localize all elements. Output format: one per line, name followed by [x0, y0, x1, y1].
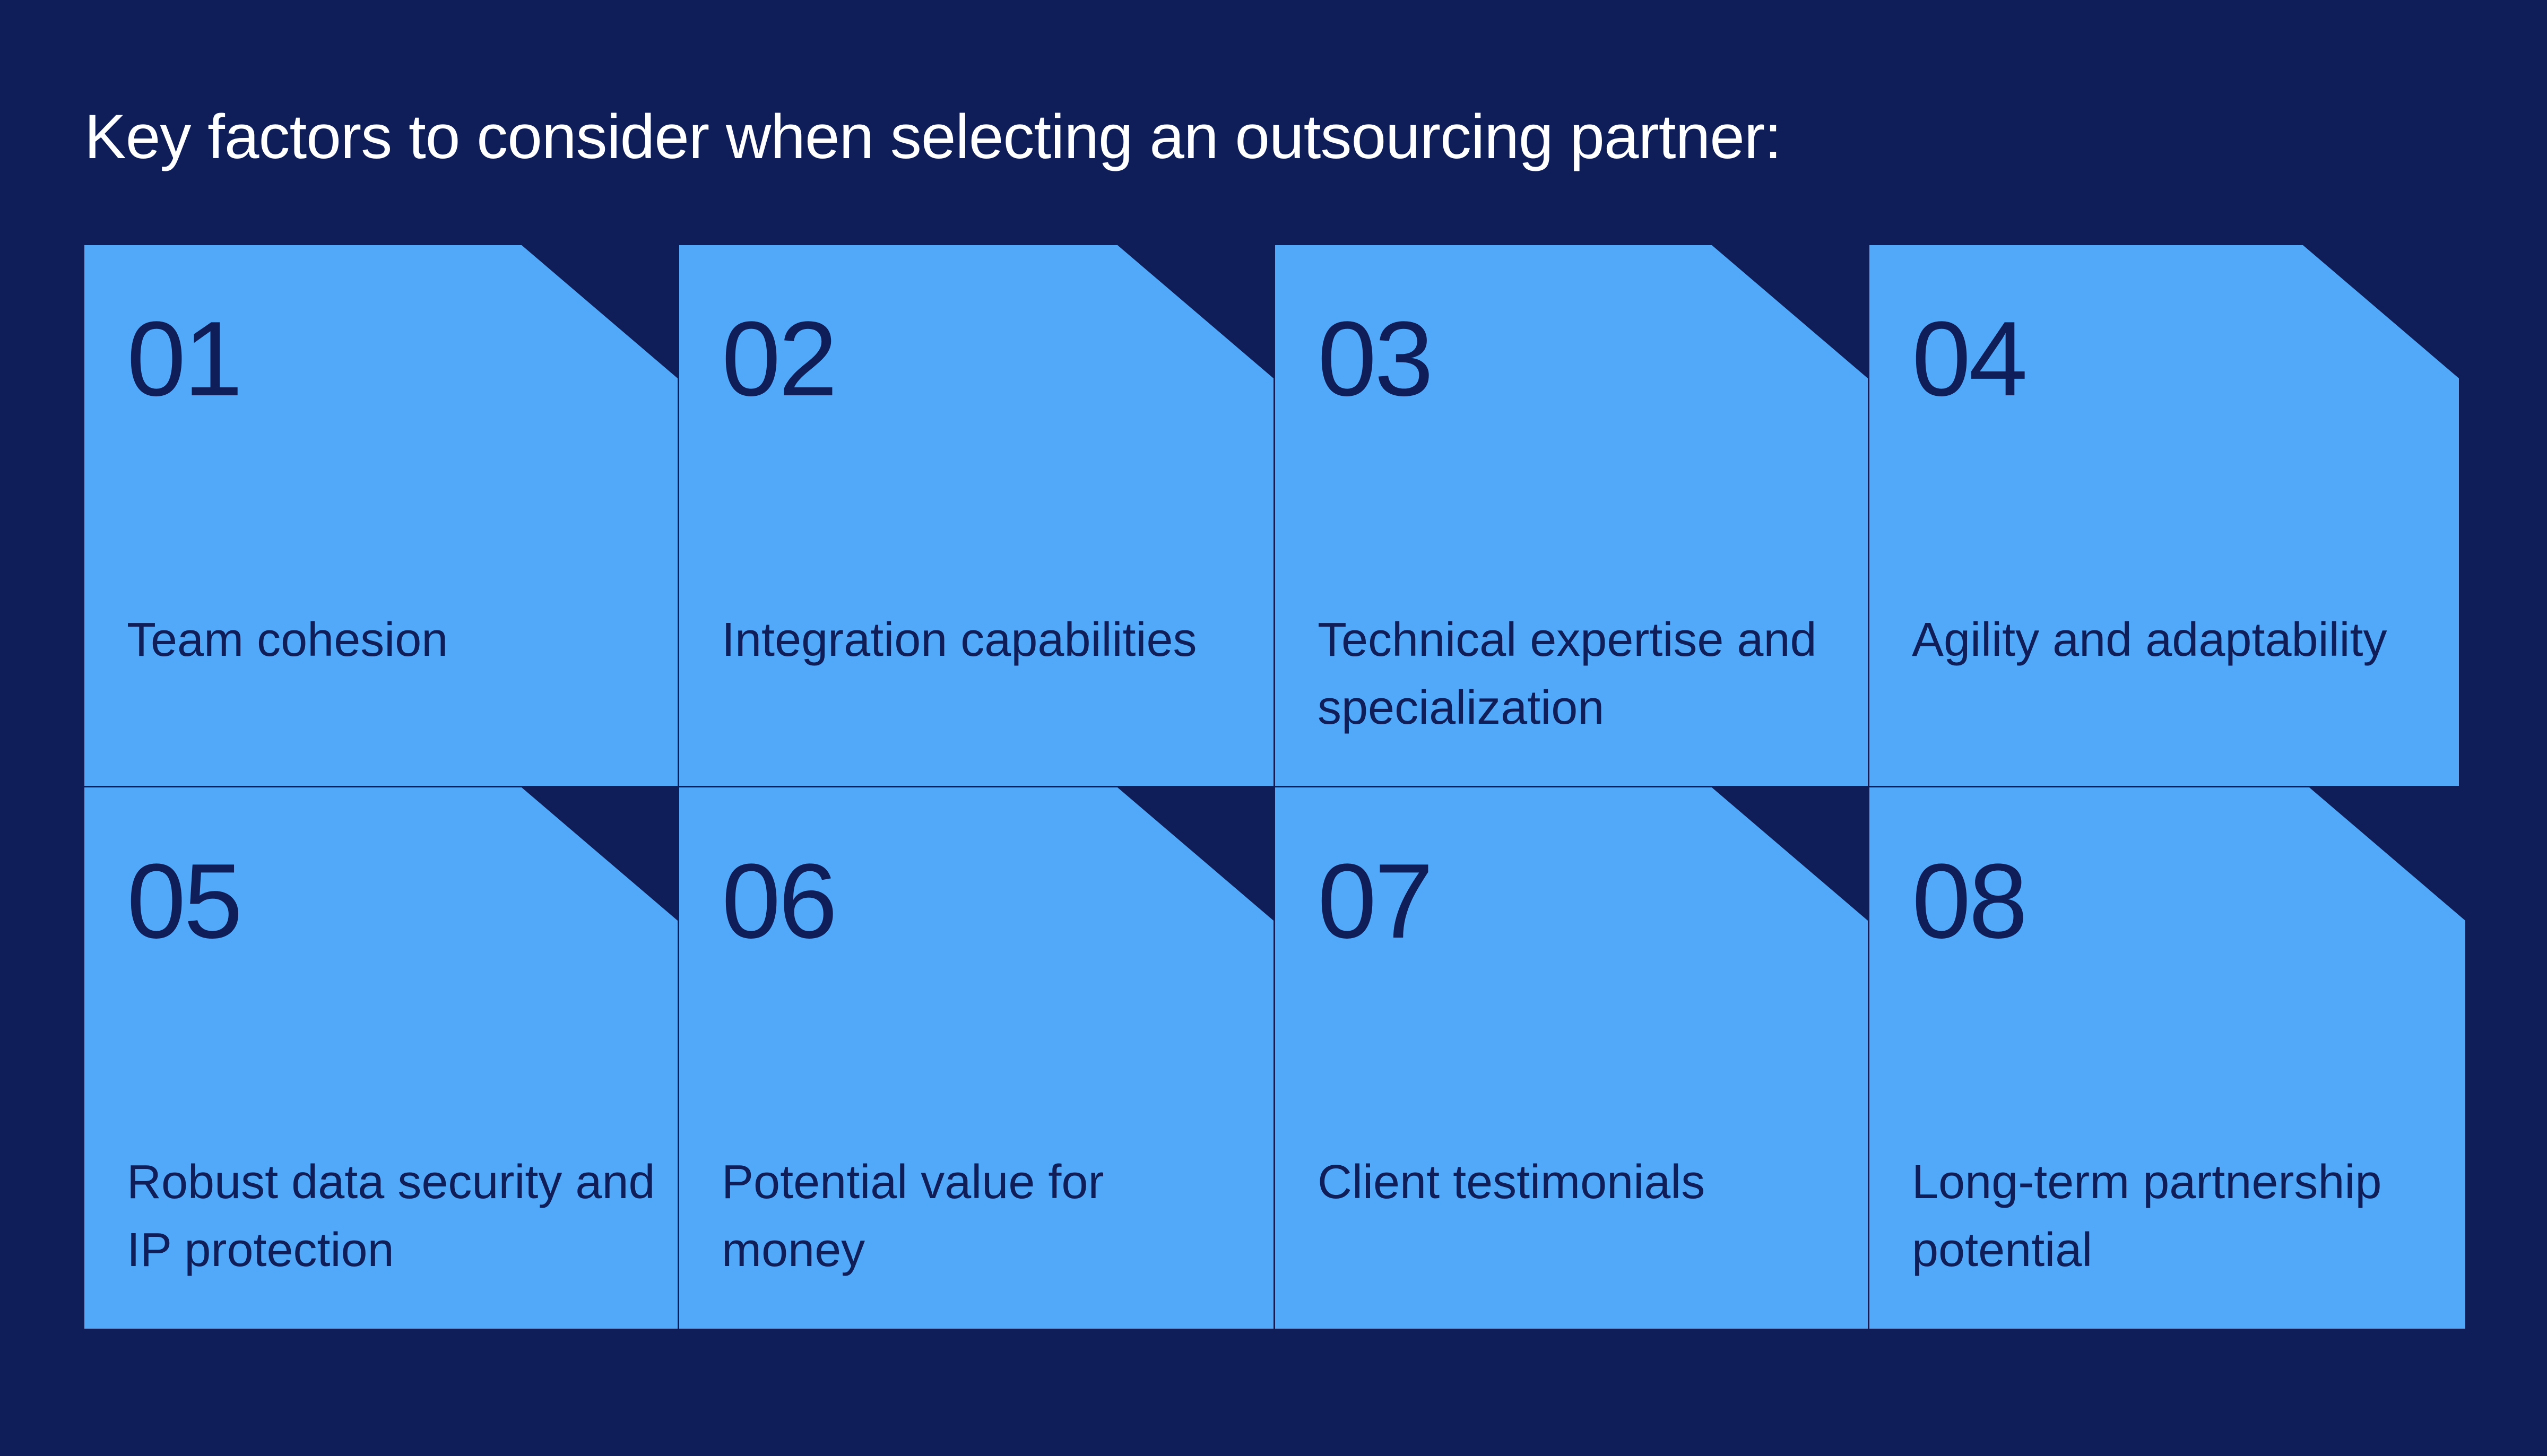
factor-label: Integration capabilities: [722, 613, 1197, 666]
factor-number: 02: [722, 300, 837, 418]
factor-label: Technical expertise and specialization: [1318, 613, 1817, 734]
factor-label: Team cohesion: [127, 613, 448, 666]
page-title: Key factors to consider when selecting a…: [84, 102, 1782, 172]
factor-number: 05: [127, 842, 242, 960]
factor-number: 04: [1912, 300, 2028, 418]
factor-number: 08: [1912, 842, 2028, 960]
factor-number: 07: [1318, 842, 1433, 960]
factor-label: Client testimonials: [1318, 1156, 1705, 1209]
factor-number: 06: [722, 842, 837, 960]
factor-label: Potential value for money: [722, 1156, 1104, 1277]
factor-label: Long-term partnership potential: [1912, 1156, 2382, 1277]
factor-number: 01: [127, 300, 242, 418]
factor-label: Robust data security and IP protection: [127, 1156, 655, 1277]
factor-label: Agility and adaptability: [1912, 613, 2387, 666]
factor-number: 03: [1318, 300, 1433, 418]
